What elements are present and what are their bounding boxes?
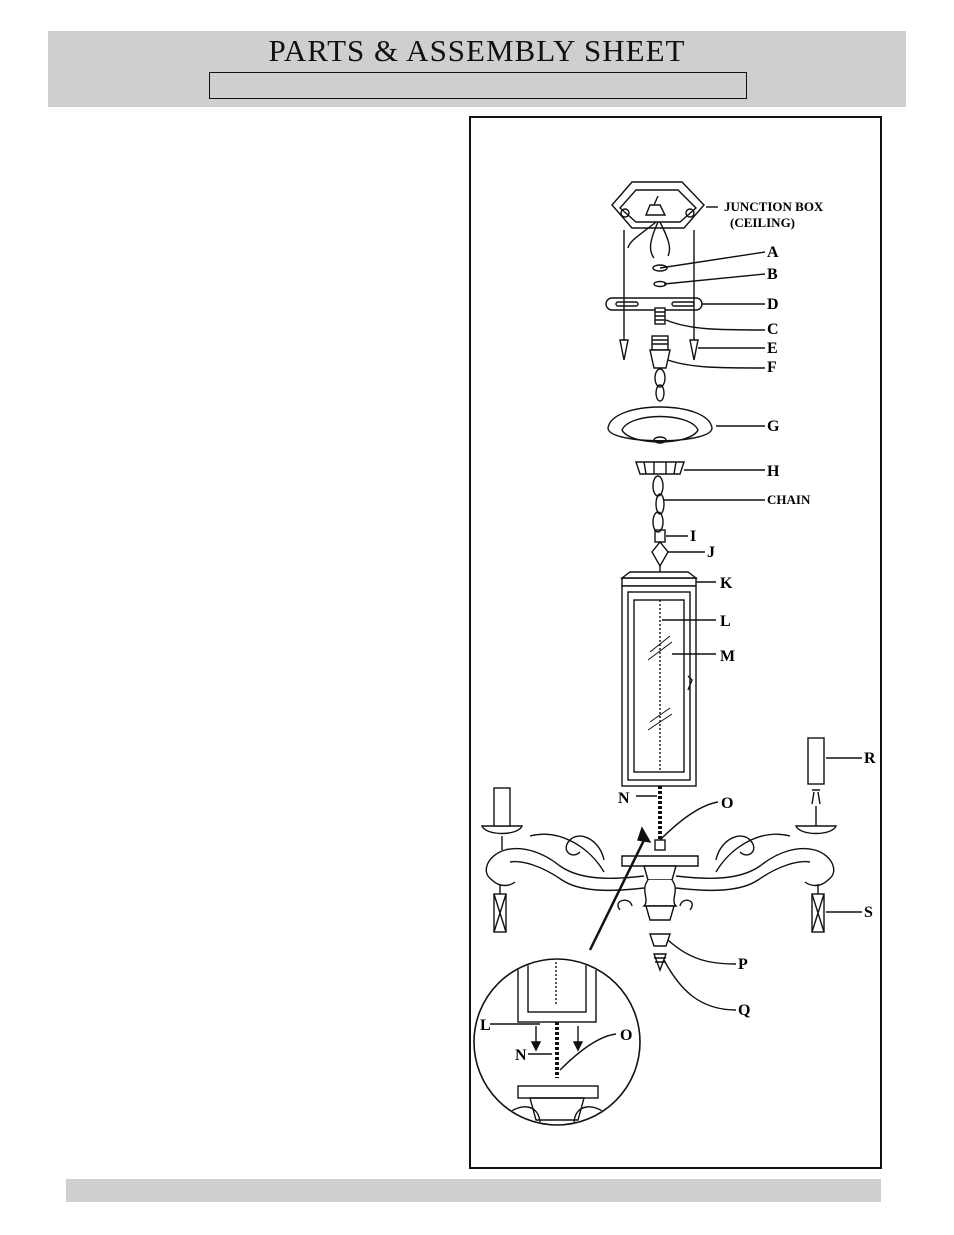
inset-label-l: L <box>480 1017 491 1034</box>
label-p: P <box>738 956 748 973</box>
label-ceiling: (CEILING) <box>730 215 795 230</box>
label-n: N <box>618 790 630 807</box>
junction-box-illustration <box>611 181 705 229</box>
label-j: J <box>707 544 715 561</box>
label-d: D <box>767 296 779 313</box>
label-l: L <box>720 613 731 630</box>
inset-label-o: O <box>620 1027 632 1044</box>
footer-bar <box>66 1179 881 1202</box>
label-i: I <box>690 528 696 545</box>
label-f: F <box>767 359 777 376</box>
assembly-diagram-frame <box>469 116 882 1169</box>
label-o: O <box>721 795 733 812</box>
label-g: G <box>767 418 780 435</box>
label-h: H <box>767 463 780 480</box>
label-c: C <box>767 321 779 338</box>
label-r: R <box>864 750 876 767</box>
label-a: A <box>767 244 779 261</box>
page-title: PARTS & ASSEMBLY SHEET <box>268 33 686 68</box>
label-junction-box: JUNCTION BOX <box>724 199 824 214</box>
label-chain: CHAIN <box>767 492 811 507</box>
label-s: S <box>864 904 873 921</box>
label-e: E <box>767 340 778 357</box>
header-banner: PARTS & ASSEMBLY SHEET <box>48 31 906 107</box>
label-k: K <box>720 575 733 592</box>
label-q: Q <box>738 1002 750 1019</box>
label-m: M <box>720 648 735 665</box>
model-number-box <box>209 72 747 99</box>
inset-label-n: N <box>515 1047 527 1064</box>
label-b: B <box>767 266 778 283</box>
